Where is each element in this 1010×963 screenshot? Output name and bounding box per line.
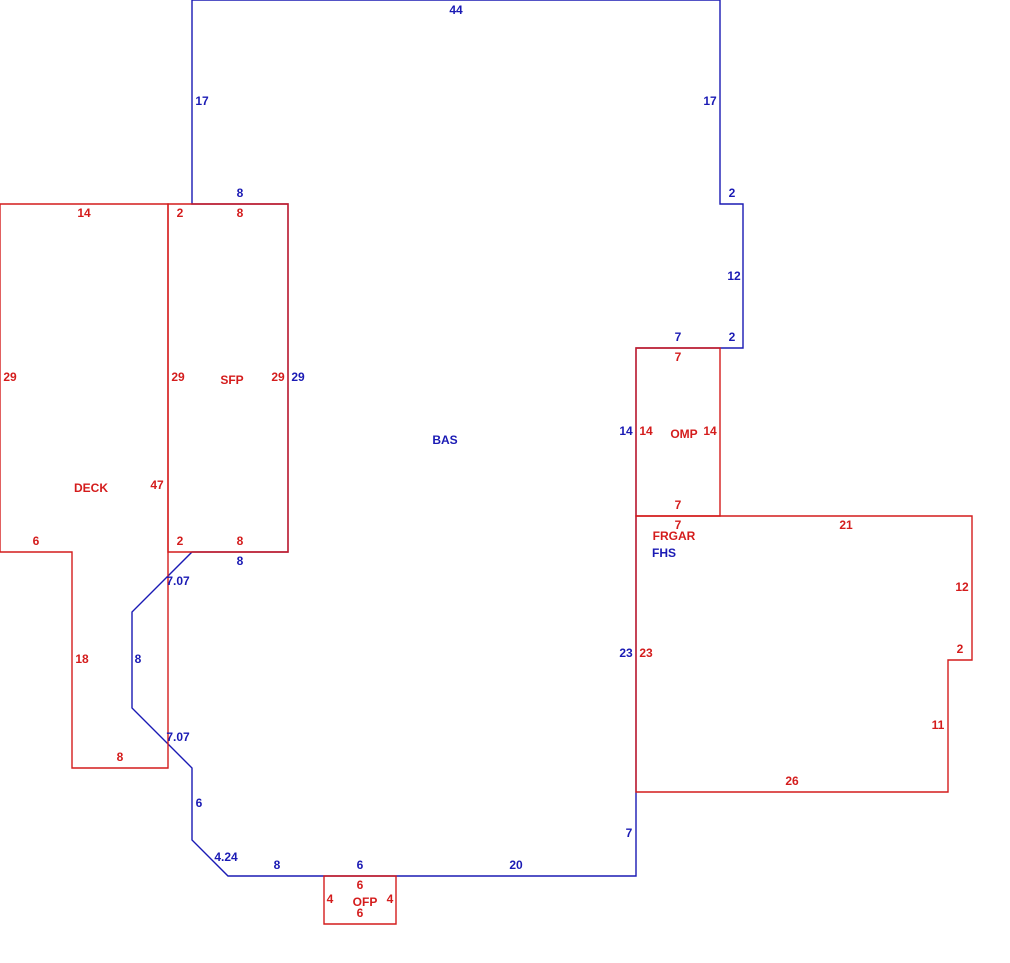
dimension-label: 8 bbox=[135, 652, 142, 666]
area-label-frgar: FRGAR bbox=[653, 529, 696, 543]
dimension-label: 17 bbox=[195, 94, 209, 108]
area-label-sfp: SFP bbox=[220, 373, 243, 387]
dimension-label: 4 bbox=[327, 892, 334, 906]
dimension-label: 8 bbox=[237, 534, 244, 548]
dimension-label: 20 bbox=[509, 858, 523, 872]
dimension-label: 14 bbox=[703, 424, 717, 438]
dimension-label: 7 bbox=[626, 826, 633, 840]
dimension-label: 8 bbox=[117, 750, 124, 764]
dimension-label: 2 bbox=[957, 642, 964, 656]
dimension-label: 7 bbox=[675, 498, 682, 512]
deck-outline bbox=[0, 203, 169, 769]
dimension-label: 47 bbox=[150, 478, 164, 492]
dimension-label: 2 bbox=[729, 186, 736, 200]
dimension-label: 11 bbox=[932, 718, 945, 732]
dimension-label: 29 bbox=[271, 370, 285, 384]
dimension-label: 23 bbox=[639, 646, 653, 660]
dimension-label: 6 bbox=[357, 858, 364, 872]
dimension-label: 8 bbox=[237, 186, 244, 200]
dimension-label: 14 bbox=[619, 424, 633, 438]
area-label-fhs: FHS bbox=[652, 546, 676, 560]
dimension-label: 8 bbox=[274, 858, 281, 872]
area-label-omp: OMP bbox=[670, 427, 697, 441]
dimension-label: 12 bbox=[955, 580, 969, 594]
dimension-label: 29 bbox=[171, 370, 185, 384]
dimension-label: 8 bbox=[237, 554, 244, 568]
dimension-label: 21 bbox=[839, 518, 853, 532]
dimension-label: 7 bbox=[675, 350, 682, 364]
dimension-label: 23 bbox=[619, 646, 633, 660]
dimension-label: 7.07 bbox=[166, 730, 190, 744]
dimension-label: 4.24 bbox=[214, 850, 238, 864]
dimension-label: 7.07 bbox=[166, 574, 190, 588]
dimension-label: 7 bbox=[675, 518, 682, 532]
dimension-label: 7 bbox=[675, 330, 682, 344]
dimension-label: 4 bbox=[387, 892, 394, 906]
ofp-outline bbox=[323, 875, 397, 925]
dimension-label: 2 bbox=[177, 206, 184, 220]
dimension-label: 6 bbox=[357, 906, 364, 920]
dimension-label: 6 bbox=[33, 534, 40, 548]
dimension-label: 29 bbox=[3, 370, 17, 384]
area-label-ofp: OFP bbox=[353, 895, 378, 909]
dimension-label: 17 bbox=[703, 94, 717, 108]
dimension-label: 14 bbox=[77, 206, 91, 220]
dimension-label: 18 bbox=[75, 652, 89, 666]
dimension-label: 29 bbox=[291, 370, 305, 384]
dimension-label: 6 bbox=[196, 796, 203, 810]
dimension-label: 6 bbox=[357, 878, 364, 892]
dimension-label: 44 bbox=[449, 3, 463, 17]
area-label-bas: BAS bbox=[432, 433, 457, 447]
frgar-outline bbox=[635, 515, 973, 793]
dimension-label: 2 bbox=[729, 330, 736, 344]
dimension-label: 14 bbox=[639, 424, 653, 438]
dimension-label: 2 bbox=[177, 534, 184, 548]
dimension-label: 12 bbox=[727, 269, 741, 283]
dimension-label: 8 bbox=[237, 206, 244, 220]
area-label-deck: DECK bbox=[74, 481, 108, 495]
dimension-label: 26 bbox=[785, 774, 799, 788]
